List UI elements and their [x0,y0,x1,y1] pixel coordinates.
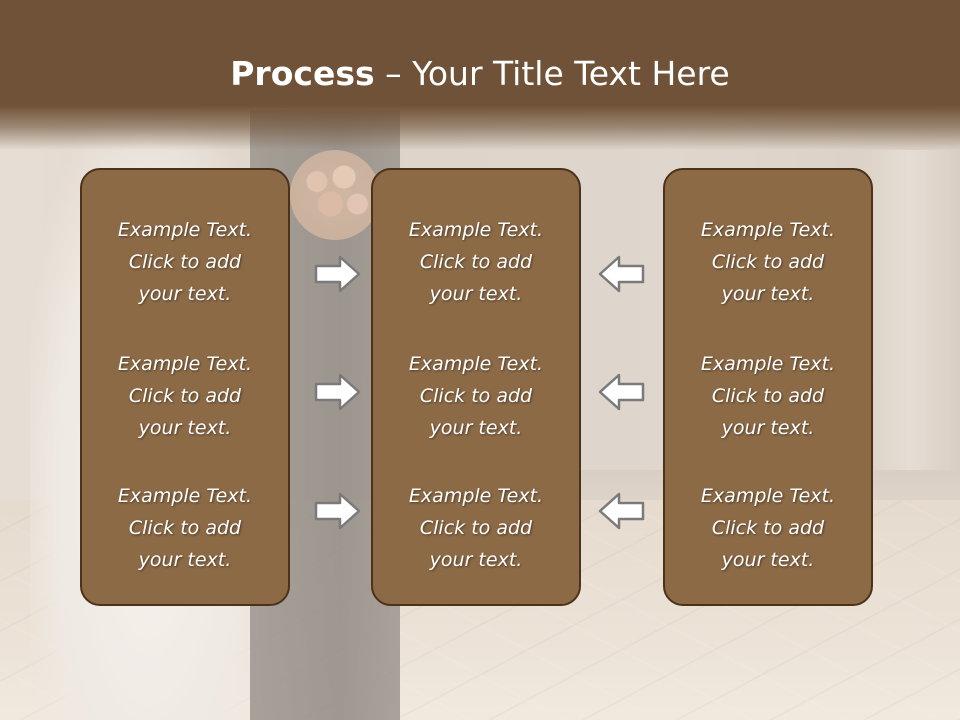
text-placeholder[interactable]: Example Text. Click to add your text. [700,353,836,439]
right-arrow-icon [314,372,362,412]
left-arrow-icon [597,372,645,412]
background-bouquet [290,150,380,240]
title-bold-text: Process [230,54,375,93]
right-arrow-icon [314,491,362,531]
title-rest-text: – Your Title Text Here [374,54,730,93]
text-placeholder[interactable]: Example Text. Click to add your text. [700,219,836,305]
text-placeholder[interactable]: Example Text. Click to add your text. [408,485,544,571]
title-band [0,0,960,150]
process-box-right[interactable]: Example Text. Click to add your text. Ex… [663,168,873,606]
process-box-left[interactable]: Example Text. Click to add your text. Ex… [80,168,290,606]
slide-title[interactable]: Process – Your Title Text Here [0,52,960,96]
right-arrow-icon [314,254,362,294]
left-arrow-icon [597,491,645,531]
text-placeholder[interactable]: Example Text. Click to add your text. [117,219,253,305]
text-placeholder[interactable]: Example Text. Click to add your text. [700,485,836,571]
text-placeholder[interactable]: Example Text. Click to add your text. [408,353,544,439]
text-placeholder[interactable]: Example Text. Click to add your text. [117,353,253,439]
text-placeholder[interactable]: Example Text. Click to add your text. [117,485,253,571]
left-arrow-icon [597,254,645,294]
process-box-center[interactable]: Example Text. Click to add your text. Ex… [371,168,581,606]
text-placeholder[interactable]: Example Text. Click to add your text. [408,219,544,305]
